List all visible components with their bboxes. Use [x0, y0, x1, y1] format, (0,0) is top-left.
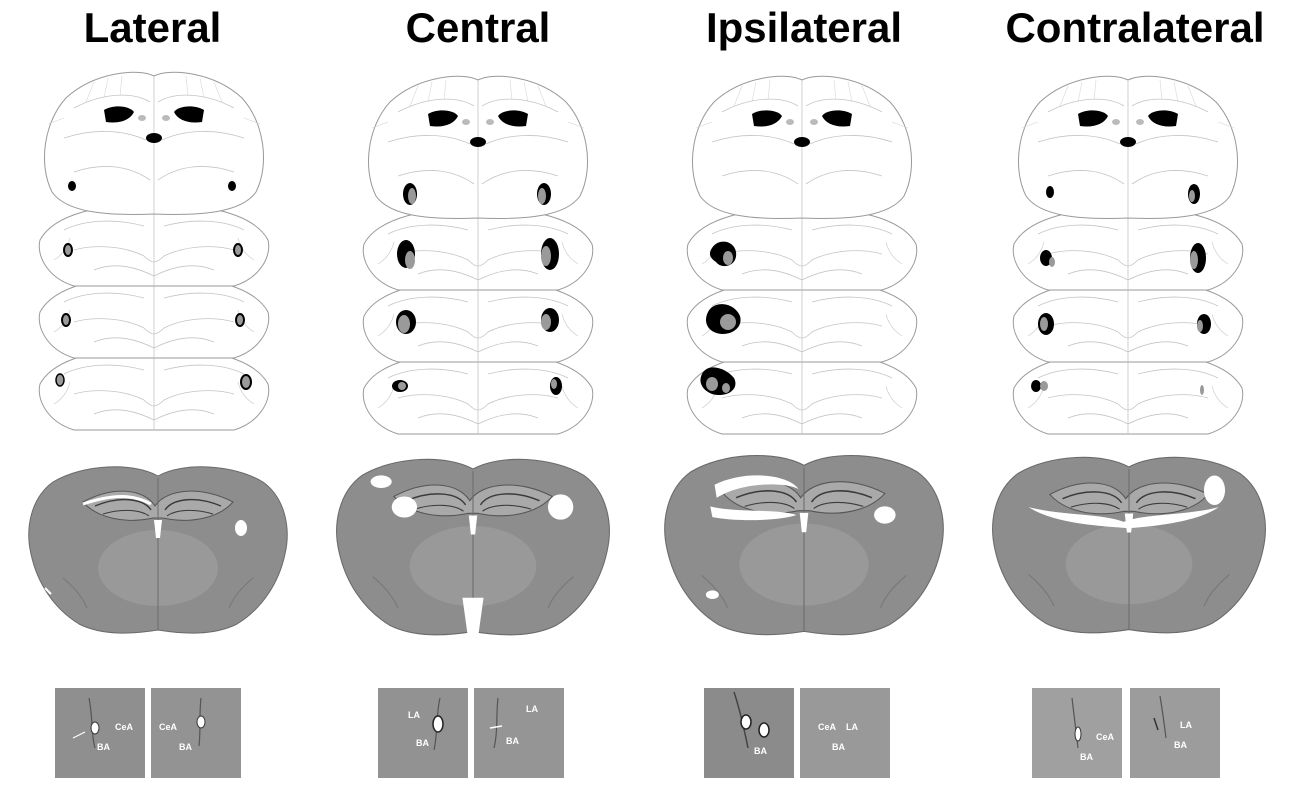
inset-left: LA BA	[378, 688, 468, 778]
atlas-sections	[38, 71, 270, 431]
inset-left: CeA BA	[1032, 688, 1122, 778]
inset-label-1: LA	[846, 722, 858, 732]
inset-left: BA	[704, 688, 794, 778]
panel-ipsilateral: Ipsilateral BA CeA LA BA	[644, 0, 964, 787]
lesion-mark	[1040, 381, 1048, 391]
lesion-mark	[538, 188, 546, 204]
inset-label-0: CeA	[1096, 732, 1115, 742]
lesion-mark	[722, 383, 730, 393]
inset-label-0: LA	[1180, 720, 1192, 730]
lesion-mark	[551, 379, 557, 389]
panel-title: Central	[405, 4, 551, 51]
lesion-mark	[398, 382, 406, 390]
atlas-sections	[362, 75, 594, 435]
lesion-mark	[1197, 320, 1203, 332]
lesion-mark	[723, 251, 733, 265]
inset-label-0: LA	[526, 704, 538, 714]
inset-label-0: BA	[754, 746, 767, 756]
panel-lateral: Lateral CeA BA	[0, 0, 320, 787]
panel-title: Lateral	[83, 4, 222, 51]
atlas-sections	[686, 75, 918, 435]
inset-label-0: CeA	[115, 722, 134, 732]
lesion-mark	[55, 373, 65, 387]
lesion-mark	[240, 374, 252, 390]
lesion-mark	[228, 181, 236, 191]
lesion-mark	[720, 314, 736, 330]
atlas-section-3	[38, 276, 270, 359]
atlas-sections	[1012, 75, 1244, 435]
histology-slice	[991, 455, 1268, 634]
lesion-mark	[398, 315, 410, 333]
atlas-section-4	[38, 348, 270, 431]
atlas-section-1	[43, 71, 265, 215]
lesion-mark	[1049, 257, 1055, 267]
lesion-mark	[1040, 317, 1048, 331]
panel-title: Contralateral	[1005, 4, 1265, 51]
lesion-mark	[405, 251, 415, 269]
lesion-mark	[541, 314, 551, 330]
lesion-mark	[1046, 186, 1054, 198]
lesion-mark	[68, 181, 76, 191]
lesion-mark	[61, 313, 71, 327]
lesion-mark	[63, 243, 73, 257]
panel-contralateral: Contralateral CeA BA	[980, 0, 1300, 787]
inset-label-1: BA	[416, 738, 429, 748]
inset-label-2: BA	[832, 742, 845, 752]
lesion-mark	[541, 246, 551, 266]
inset-right: CeA LA BA	[800, 688, 890, 778]
inset-right: LA BA	[474, 688, 564, 778]
inset-label-1: BA	[506, 736, 519, 746]
lesion-mark	[233, 243, 243, 257]
histology-slice	[335, 458, 611, 636]
inset-label-1: BA	[97, 742, 110, 752]
lesion-mark	[706, 377, 718, 391]
inset-left: CeA BA	[55, 688, 145, 778]
panel-title: Ipsilateral	[705, 4, 903, 51]
inset-label-0: CeA	[159, 722, 178, 732]
lesion-mark	[1189, 190, 1195, 202]
inset-label-0: CeA	[818, 722, 837, 732]
lesion-mark	[235, 313, 245, 327]
panel-central: Central LA BA	[318, 0, 638, 787]
lesion-mark	[1190, 251, 1198, 269]
inset-label-1: BA	[1080, 752, 1093, 762]
inset-right: LA BA	[1130, 688, 1220, 778]
lesion-mark	[408, 188, 416, 204]
histology-slice	[28, 466, 288, 634]
inset-label-1: BA	[1174, 740, 1187, 750]
inset-label-0: LA	[408, 710, 420, 720]
lesion-mark	[1200, 385, 1204, 395]
lesion-mark	[1031, 380, 1041, 392]
inset-right: CeA BA	[151, 688, 241, 778]
inset-label-1: BA	[179, 742, 192, 752]
histology-slice	[664, 454, 944, 636]
